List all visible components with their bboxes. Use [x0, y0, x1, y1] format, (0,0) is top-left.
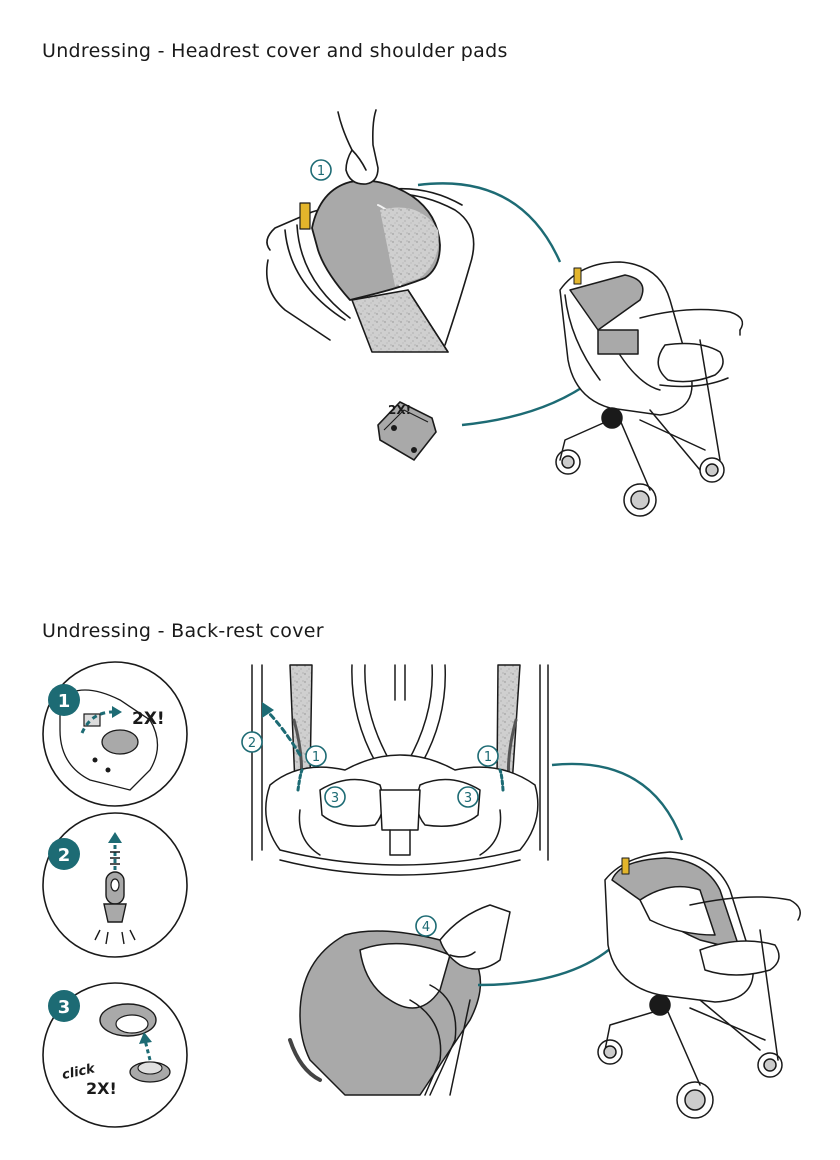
step-badge-3: 3	[48, 990, 80, 1022]
svg-text:1: 1	[58, 691, 71, 712]
callout-4-cover: 4	[415, 915, 437, 937]
connector-arc-top	[417, 182, 562, 263]
step3-repeat-label: 2X!	[86, 1079, 117, 1098]
svg-text:2: 2	[248, 736, 256, 751]
section-title-backrest: Undressing - Back-rest cover	[42, 620, 324, 642]
belt-tab-yellow-stroller	[573, 267, 582, 285]
shoulder-pad-buckle: 2X!	[377, 401, 437, 462]
callout-3-left: 3	[324, 786, 346, 808]
step-badge-2: 2	[48, 838, 80, 870]
svg-text:1: 1	[312, 750, 320, 765]
backrest-cover-removal	[288, 904, 511, 1096]
step3-click-label: click	[61, 1061, 98, 1083]
svg-text:3: 3	[58, 997, 71, 1018]
connector-arc-upper-2	[551, 762, 684, 841]
step-panel-2	[42, 812, 188, 958]
buckle-repeat-label: 2X!	[388, 403, 411, 417]
headrest-closeup-illustration	[266, 109, 475, 353]
callout-3-right: 3	[457, 786, 479, 808]
belt-tab-yellow-stroller-2	[621, 857, 630, 875]
callout-2-strap: 2	[241, 731, 263, 753]
hand	[337, 109, 379, 185]
svg-text:1: 1	[317, 164, 325, 179]
svg-text:3: 3	[464, 791, 472, 806]
callout-1-right: 1	[477, 745, 499, 767]
step-panel-1: 2X!	[42, 661, 188, 807]
step-badge-1: 1	[48, 684, 80, 716]
belt-tab-yellow	[299, 202, 311, 230]
stroller-overview-2	[597, 851, 801, 1119]
callout-1-headrest: 1	[310, 159, 332, 181]
stroller-overview-1	[555, 261, 744, 517]
section-title-headrest: Undressing - Headrest cover and shoulder…	[42, 40, 508, 62]
svg-text:2: 2	[58, 845, 71, 866]
seat-front-illustration	[251, 664, 549, 876]
svg-text:1: 1	[484, 750, 492, 765]
step-panel-3: click 2X!	[42, 982, 188, 1128]
step1-repeat-label: 2X!	[132, 709, 165, 729]
svg-text:3: 3	[331, 791, 339, 806]
svg-text:4: 4	[422, 920, 430, 935]
callout-1-left: 1	[305, 745, 327, 767]
